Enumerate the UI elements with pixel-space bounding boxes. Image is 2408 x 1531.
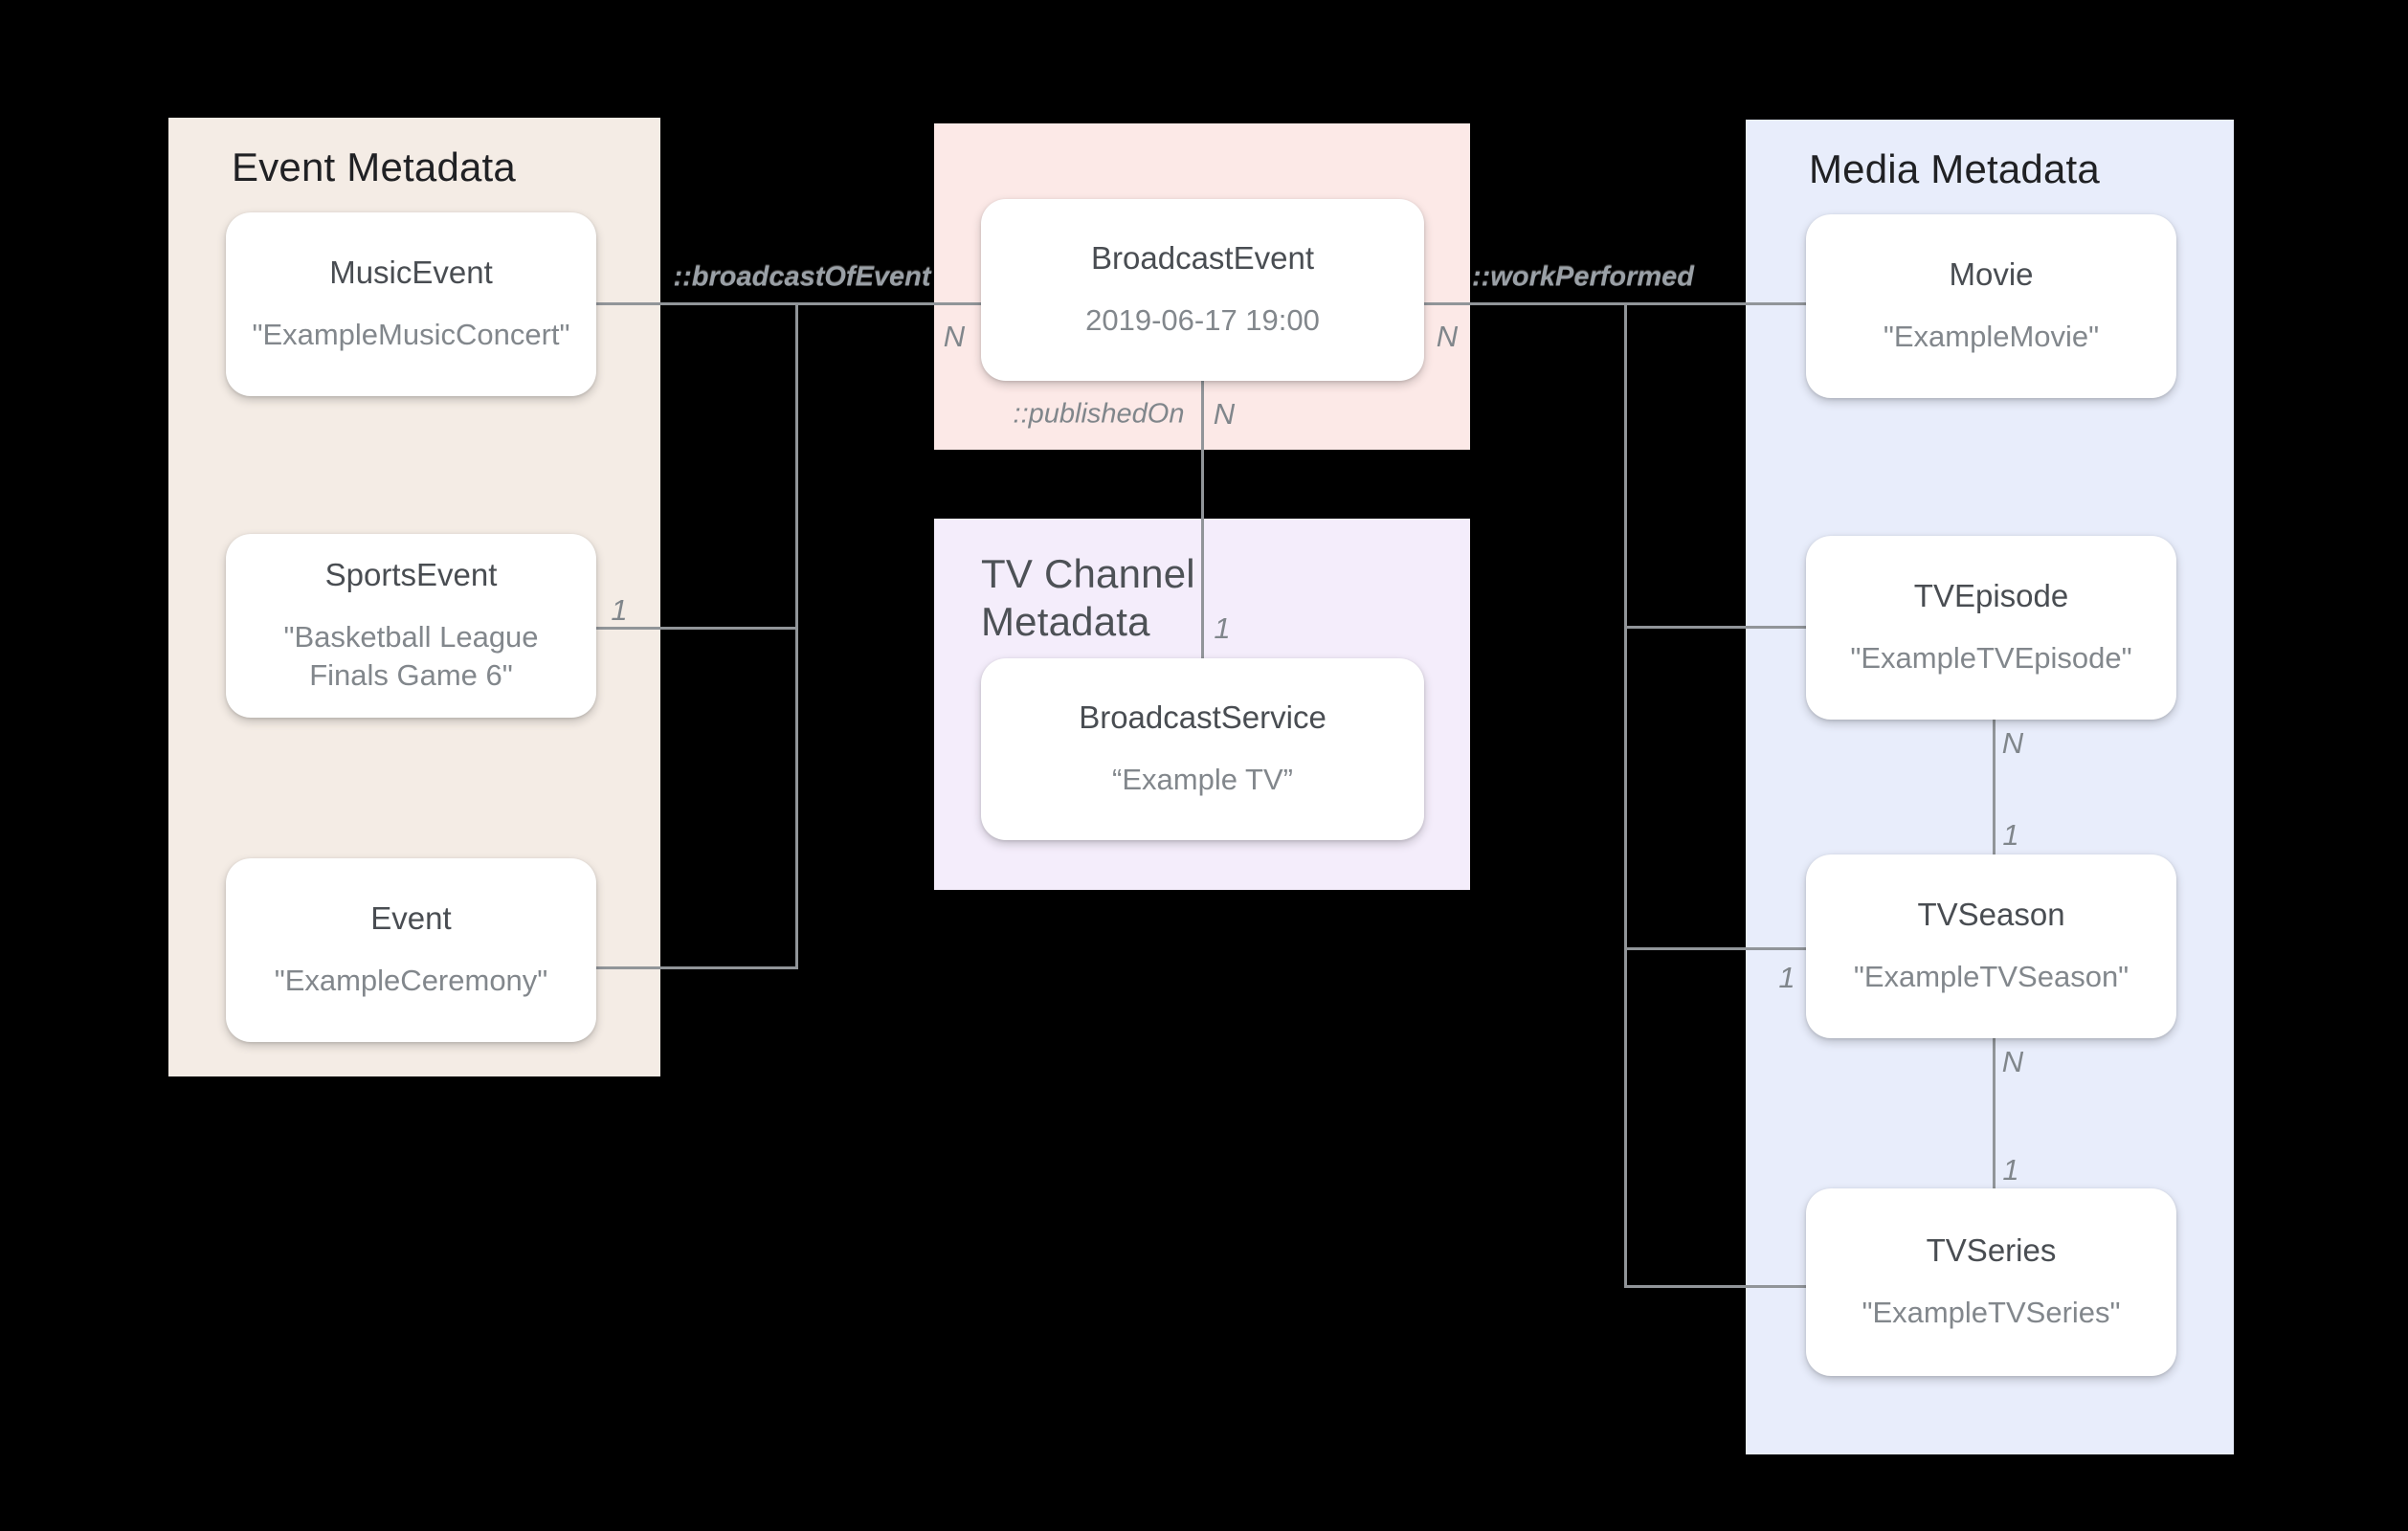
event-card: Event "ExampleCeremony" <box>226 858 596 1042</box>
sportsevent-card-value: "Basketball League Finals Game 6" <box>283 619 539 692</box>
event-card-value: "ExampleCeremony" <box>274 963 548 997</box>
cardinality-broadcastevent-right-n: N <box>1436 320 1459 353</box>
cardinality-tvseason-left-1: 1 <box>1778 961 1795 994</box>
connector-tvseason-branch <box>1624 947 1806 950</box>
tv-channel-metadata-title: TV Channel Metadata <box>981 551 1195 644</box>
cardinality-publishedon-n: N <box>1213 397 1236 431</box>
event-card-title: Event <box>370 899 452 936</box>
cardinality-tvepisode-tvseason-n: N <box>2001 726 2024 760</box>
sportsevent-card-title: SportsEvent <box>324 556 498 592</box>
workperformed-relation-label: ::workPerformed <box>1471 261 1695 293</box>
tvseason-card: TVSeason "ExampleTVSeason" <box>1806 854 2176 1038</box>
musicevent-card-value: "ExampleMusicConcert" <box>252 317 570 351</box>
tvseries-card-value: "ExampleTVSeries" <box>1862 1295 2121 1329</box>
tvepisode-card-title: TVEpisode <box>1913 577 2069 613</box>
event-metadata-title: Event Metadata <box>232 144 516 189</box>
broadcastofevent-relation-label: ::broadcastOfEvent <box>673 261 931 293</box>
tvseason-card-value: "ExampleTVSeason" <box>1853 959 2129 993</box>
movie-card-value: "ExampleMovie" <box>1883 319 2100 353</box>
tvepisode-card: TVEpisode "ExampleTVEpisode" <box>1806 536 2176 720</box>
cardinality-broadcastevent-left-n: N <box>943 320 966 353</box>
broadcastevent-card-title: BroadcastEvent <box>1091 239 1314 276</box>
connector-left-junction <box>795 302 798 969</box>
movie-card-title: Movie <box>1949 255 2034 292</box>
cardinality-tvseason-tvseries-1: 1 <box>2002 1153 2019 1187</box>
tvseason-card-title: TVSeason <box>1917 896 2065 932</box>
connector-tvepisode-tvseason <box>1993 720 1996 854</box>
cardinality-tvseason-tvseries-n: N <box>2001 1045 2024 1078</box>
broadcastservice-card-title: BroadcastService <box>1079 699 1327 735</box>
connector-event-branch <box>596 966 798 969</box>
connector-tvseries-branch <box>1624 1285 1806 1288</box>
sportsevent-card: SportsEvent "Basketball League Finals Ga… <box>226 534 596 718</box>
broadcastservice-card: BroadcastService “Example TV” <box>981 658 1424 840</box>
connector-musicevent-broadcastevent <box>596 302 981 305</box>
media-metadata-title: Media Metadata <box>1809 146 2100 191</box>
movie-card: Movie "ExampleMovie" <box>1806 214 2176 398</box>
connector-publishedon <box>1201 381 1204 658</box>
broadcastservice-card-value: “Example TV” <box>1112 762 1293 796</box>
musicevent-card-title: MusicEvent <box>329 254 493 290</box>
tvepisode-card-value: "ExampleTVEpisode" <box>1850 640 2132 675</box>
broadcastevent-card-value: 2019-06-17 19:00 <box>1085 302 1320 337</box>
connector-right-junction <box>1624 302 1627 1288</box>
tvseries-card-title: TVSeries <box>1926 1231 2057 1268</box>
musicevent-card: MusicEvent "ExampleMusicConcert" <box>226 212 596 396</box>
cardinality-tvepisode-tvseason-1: 1 <box>2002 818 2019 852</box>
cardinality-sportsevent-1: 1 <box>611 593 628 627</box>
connector-sportsevent-branch <box>596 627 798 630</box>
cardinality-publishedon-1: 1 <box>1214 611 1231 645</box>
broadcastevent-card: BroadcastEvent 2019-06-17 19:00 <box>981 199 1424 381</box>
tvseries-card: TVSeries "ExampleTVSeries" <box>1806 1188 2176 1376</box>
publishedon-relation-label: ::publishedOn <box>1013 398 1185 430</box>
connector-tvepisode-branch <box>1624 626 1806 629</box>
connector-tvseason-tvseries <box>1993 1038 1996 1188</box>
connector-broadcastevent-movie <box>1424 302 1806 305</box>
